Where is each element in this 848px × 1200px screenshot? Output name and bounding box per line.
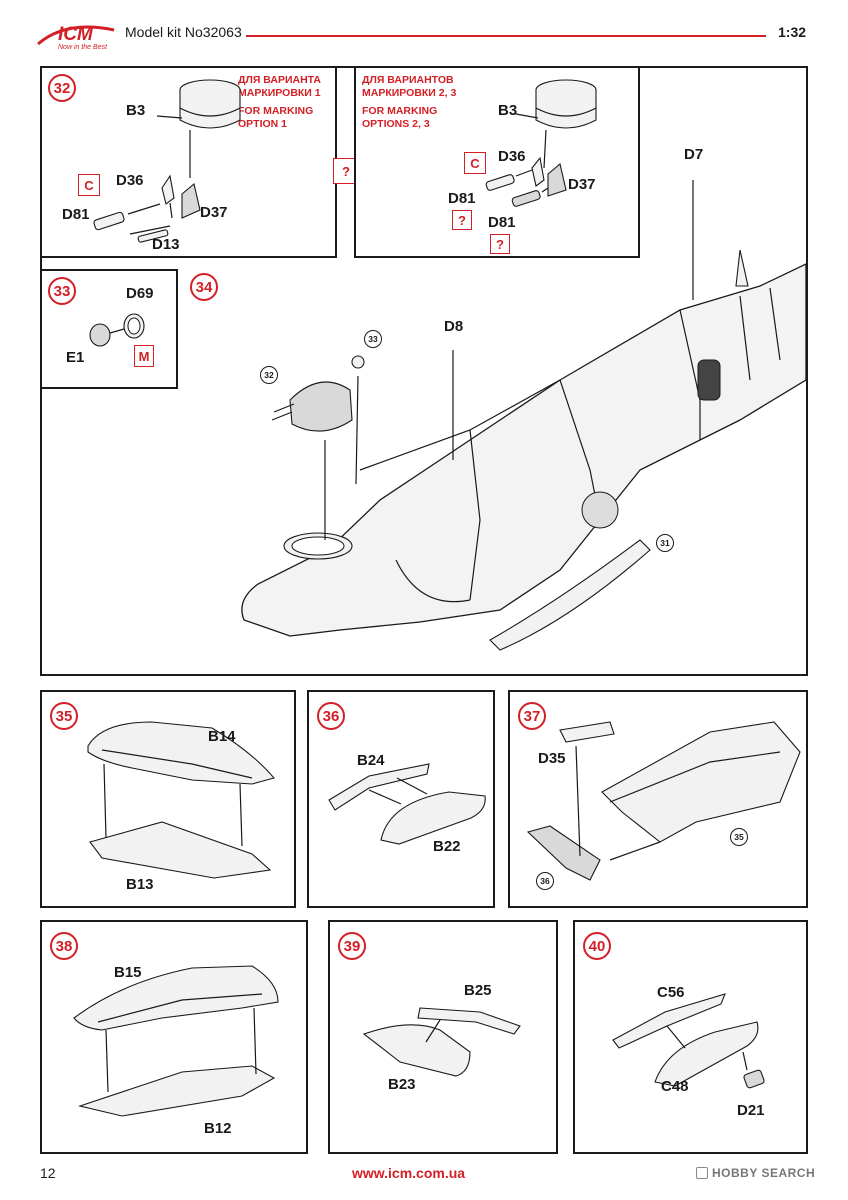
logo-tagline: Now in the Best	[58, 44, 108, 51]
variant-ru-line1: ДЛЯ ВАРИАНТА	[238, 74, 322, 86]
step-ref-32: 32	[260, 366, 278, 384]
step-number-38: 38	[50, 932, 78, 960]
label-d36-b: D36	[498, 148, 526, 165]
step-number-32: 32	[48, 74, 76, 102]
step-ref-35: 35	[730, 828, 748, 846]
step-number-35: 35	[50, 702, 78, 730]
label-b13: B13	[126, 876, 154, 893]
code-m-box: M	[134, 345, 154, 367]
step-number-33: 33	[48, 277, 76, 305]
code-q-box-b1: ?	[452, 210, 472, 230]
label-d21: D21	[737, 1102, 765, 1119]
turret-parts-diagram-b	[485, 79, 597, 207]
variant-b-en-line1: FOR MARKING	[362, 105, 438, 117]
label-d81: D81	[62, 206, 90, 223]
panel-step-40: 40 C56 C48 D21	[573, 920, 808, 1154]
panel-step-33: 33 D69 E1 M	[40, 269, 178, 389]
sponson-bottom-diagram	[73, 965, 279, 1117]
code-c-box: C	[78, 174, 100, 196]
label-d69: D69	[126, 285, 154, 302]
fairing-diagram-39	[362, 1007, 521, 1077]
panel-step-32-option-2-3: ДЛЯ ВАРИАНТОВ МАРКИРОВКИ 2, 3 FOR MARKIN…	[354, 66, 640, 258]
turret-parts-diagram-a	[93, 79, 241, 243]
label-b25: B25	[464, 982, 492, 999]
panel-step-39: 39 B25 B23	[328, 920, 558, 1154]
website-link[interactable]: www.icm.com.ua	[352, 1165, 466, 1181]
brand-logo: ICM Now in the Best	[36, 22, 116, 52]
variant-en-line1: FOR MARKING	[238, 105, 314, 117]
logo-text: ICM	[58, 24, 93, 45]
step-ref-31: 31	[656, 534, 674, 552]
label-d8: D8	[444, 318, 464, 335]
label-d36: D36	[116, 172, 144, 189]
sponson-assembly-diagram	[526, 721, 801, 881]
code-c-box-b: C	[464, 152, 486, 174]
variant-b-ru-line1: ДЛЯ ВАРИАНТОВ	[362, 74, 454, 86]
hobby-search-icon	[696, 1167, 708, 1179]
sponson-top-diagram	[87, 721, 275, 879]
step-number-37: 37	[518, 702, 546, 730]
code-q-box-b2: ?	[490, 234, 510, 254]
label-d81-b1: D81	[448, 190, 476, 207]
label-b23: B23	[388, 1076, 416, 1093]
step-ref-33: 33	[364, 330, 382, 348]
watermark-text: HOBBY SEARCH	[712, 1166, 816, 1180]
variant-ru-line2: МАРКИРОВКИ 1	[238, 87, 321, 99]
label-c56: C56	[657, 984, 685, 1001]
variant-b-ru-line2: МАРКИРОВКИ 2, 3	[362, 87, 457, 99]
label-d81-b2: D81	[488, 214, 516, 231]
scale-label: 1:32	[778, 24, 807, 40]
label-d35: D35	[538, 750, 566, 767]
panel-step-35: 35 B14 B13	[40, 690, 296, 908]
label-b12: B12	[204, 1120, 232, 1137]
label-c48: C48	[661, 1078, 689, 1095]
label-d37-b: D37	[568, 176, 596, 193]
kit-title: Model kit No32063	[125, 24, 242, 40]
label-b14: B14	[208, 728, 236, 745]
header-rule	[246, 35, 766, 37]
step-number-40: 40	[583, 932, 611, 960]
step-ref-36: 36	[536, 872, 554, 890]
panel-step-36: 36 B24 B22	[307, 690, 495, 908]
logo-swoosh-icon	[37, 25, 115, 46]
panel-step-32-option-1: 32 ДЛЯ ВАРИАНТА МАРКИРОВКИ 1 FOR MARKING…	[40, 66, 337, 258]
label-d7: D7	[684, 146, 704, 163]
label-b3-b: B3	[498, 102, 518, 119]
label-d37: D37	[200, 204, 228, 221]
label-d13: D13	[152, 236, 180, 253]
label-b15: B15	[114, 964, 142, 981]
fairing-diagram-36	[328, 763, 486, 845]
step-number-39: 39	[338, 932, 366, 960]
variant-b-en-line2: OPTIONS 2, 3	[362, 118, 430, 130]
fairing-diagram-40	[612, 993, 765, 1089]
panel-step-38: 38 B15 B12	[40, 920, 308, 1154]
panel-step-37: 37 D35 35 36	[508, 690, 808, 908]
step-number-34: 34	[190, 273, 218, 301]
variant-en-line2: OPTION 1	[238, 118, 288, 130]
step-number-36: 36	[317, 702, 345, 730]
page-number: 12	[40, 1165, 56, 1181]
label-b24: B24	[357, 752, 385, 769]
label-b22: B22	[433, 838, 461, 855]
hobby-search-watermark: HOBBY SEARCH	[696, 1166, 815, 1180]
label-b3: B3	[126, 102, 146, 119]
lens-parts-diagram	[89, 313, 145, 347]
label-e1: E1	[66, 349, 85, 366]
